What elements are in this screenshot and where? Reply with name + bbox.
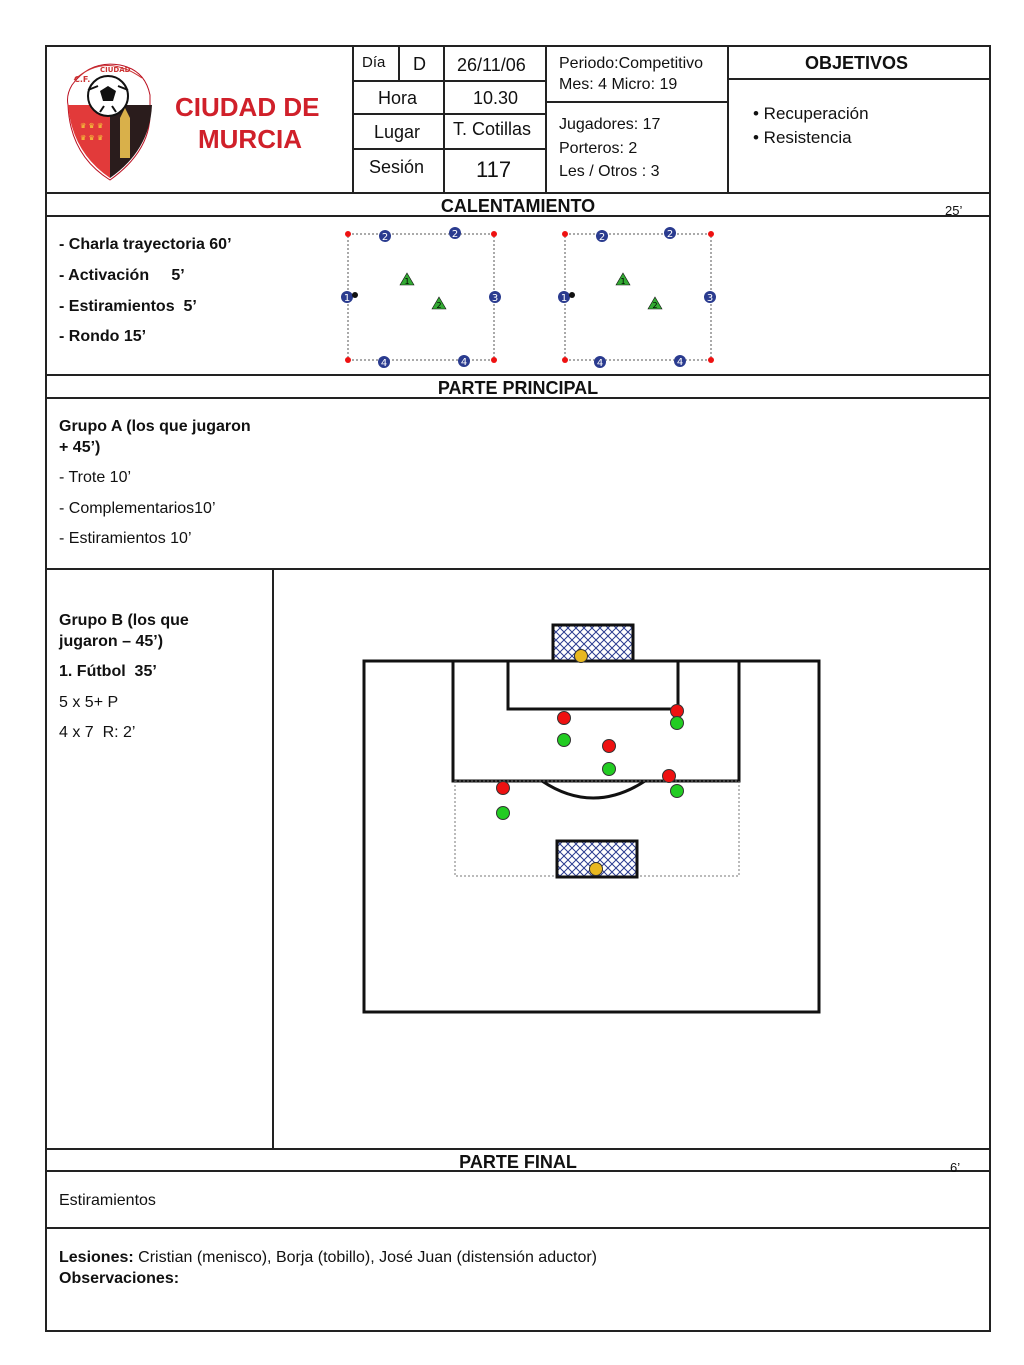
grupo-a-item: - Complementarios10’ xyxy=(59,500,216,517)
svg-text:2: 2 xyxy=(436,301,441,310)
observaciones-label: Observaciones: xyxy=(59,1270,180,1287)
calentamiento-duration: 25’ xyxy=(945,203,963,218)
final-duration: 6’ xyxy=(950,1160,961,1175)
hora-label: Hora xyxy=(378,88,418,108)
divider xyxy=(352,148,545,150)
divider xyxy=(45,192,991,194)
lesiones: Lesiones: Cristian (menisco), Borja (tob… xyxy=(59,1249,597,1267)
grupo-a-title: Grupo A (los que jugaron xyxy=(59,418,251,435)
divider xyxy=(443,45,445,194)
section-title-final: PARTE FINAL xyxy=(459,1152,577,1172)
session-date: 26/11/06 xyxy=(457,55,526,75)
divider xyxy=(45,1148,991,1150)
svg-text:2: 2 xyxy=(652,301,657,310)
warmup-item: - Activación 5’ xyxy=(59,267,185,284)
hora-value: 10.30 xyxy=(473,88,519,108)
svg-text:♛ ♛ ♛: ♛ ♛ ♛ xyxy=(80,134,103,142)
final-text: Estiramientos xyxy=(59,1192,156,1209)
divider xyxy=(545,45,547,194)
lugar-value: T. Cotillas xyxy=(453,119,532,139)
svg-text:4: 4 xyxy=(381,358,387,369)
svg-text:4: 4 xyxy=(597,358,603,369)
dia-label: Día xyxy=(362,54,386,71)
section-title-calentamiento: CALENTAMIENTO xyxy=(440,196,596,216)
svg-text:4: 4 xyxy=(677,357,683,368)
grupo-a-item: - Trote 10’ xyxy=(59,469,132,486)
objetivo-item: • Recuperación xyxy=(753,104,869,123)
warmup-item: - Rondo 15’ xyxy=(59,328,147,345)
porteros: Porteros: 2 xyxy=(559,140,638,157)
grupo-a-title: + 45’) xyxy=(59,439,101,456)
svg-text:2: 2 xyxy=(382,232,388,243)
les-otros: Les / Otros : 3 xyxy=(559,163,660,180)
rondo-diagram: 2 2 1 3 4 4 1 2 xyxy=(558,227,716,369)
divider xyxy=(352,113,545,115)
divider xyxy=(398,45,400,80)
svg-text:1: 1 xyxy=(344,293,350,304)
svg-text:4: 4 xyxy=(461,357,467,368)
pitch-diagram xyxy=(362,623,821,1014)
svg-text:3: 3 xyxy=(707,293,713,304)
lesiones-text: Cristian (menisco), Borja (tobillo), Jos… xyxy=(138,1249,597,1266)
lugar-label: Lugar xyxy=(374,122,421,142)
divider xyxy=(45,1170,991,1172)
jugadores: Jugadores: 17 xyxy=(559,116,661,133)
svg-text:2: 2 xyxy=(452,229,458,240)
svg-text:3: 3 xyxy=(492,293,498,304)
divider xyxy=(545,101,728,103)
divider xyxy=(352,45,354,194)
divider xyxy=(45,1227,991,1229)
svg-text:CIUDAD: CIUDAD xyxy=(100,66,131,74)
svg-text:2: 2 xyxy=(599,232,605,243)
dia-value: D xyxy=(413,54,426,74)
svg-text:C.F.: C.F. xyxy=(74,75,90,84)
mes-micro: Mes: 4 Micro: 19 xyxy=(559,76,678,93)
divider xyxy=(45,397,991,399)
divider xyxy=(727,78,990,80)
objetivos-title: OBJETIVOS xyxy=(805,53,909,73)
grupo-b-item: 5 x 5+ P xyxy=(59,694,119,711)
section-title-principal: PARTE PRINCIPAL xyxy=(437,378,599,398)
grupo-b-item: 1. Fútbol 35’ xyxy=(59,663,157,680)
sesion-label: Sesión xyxy=(369,157,425,177)
grupo-b-title: Grupo B (los que xyxy=(59,612,189,629)
svg-text:♛ ♛ ♛: ♛ ♛ ♛ xyxy=(80,122,103,130)
grupo-a-item: - Estiramientos 10’ xyxy=(59,530,192,547)
svg-text:1: 1 xyxy=(561,293,567,304)
objetivo-item: • Resistencia xyxy=(753,128,852,147)
grupo-b-item: 4 x 7 R: 2’ xyxy=(59,724,136,741)
divider xyxy=(352,80,545,82)
club-name-line1: CIUDAD DE xyxy=(175,92,320,122)
club-name-line2: MURCIA xyxy=(198,124,302,154)
divider xyxy=(45,374,991,376)
divider xyxy=(45,215,991,217)
svg-text:1: 1 xyxy=(620,277,625,286)
divider xyxy=(727,45,729,194)
session-sheet xyxy=(45,45,991,1332)
sesion-number: 117 xyxy=(476,157,512,182)
club-logo: ♛ ♛ ♛ ♛ ♛ ♛ C.F. CIUDAD xyxy=(67,63,152,181)
svg-text:1: 1 xyxy=(404,277,409,286)
lesiones-label: Lesiones: xyxy=(59,1249,134,1266)
warmup-item: - Estiramientos 5’ xyxy=(59,298,197,315)
warmup-item: - Charla trayectoria 60’ xyxy=(59,236,232,253)
periodo: Periodo:Competitivo xyxy=(559,55,704,72)
svg-text:2: 2 xyxy=(667,229,673,240)
grupo-b-title: jugaron – 45’) xyxy=(59,633,164,650)
rondo-diagram: 2 2 1 3 4 4 1 2 xyxy=(341,227,501,369)
divider xyxy=(45,568,991,570)
divider xyxy=(272,568,274,1149)
